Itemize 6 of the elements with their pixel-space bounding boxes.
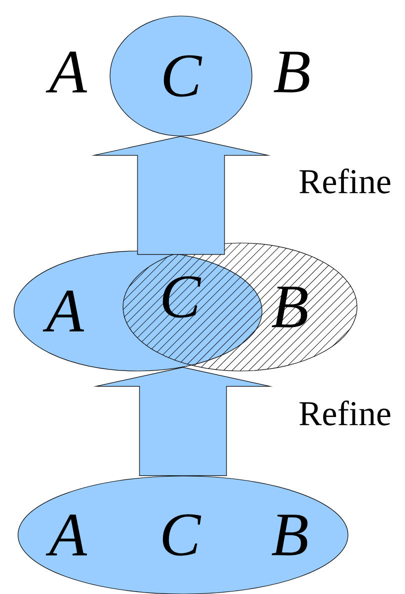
set-label: A <box>46 52 88 92</box>
block-arrow <box>91 136 271 255</box>
set-label: B <box>274 52 310 92</box>
block-arrow <box>93 367 273 476</box>
edge-label: Refine <box>300 400 390 426</box>
edge-label: Refine <box>300 168 390 194</box>
